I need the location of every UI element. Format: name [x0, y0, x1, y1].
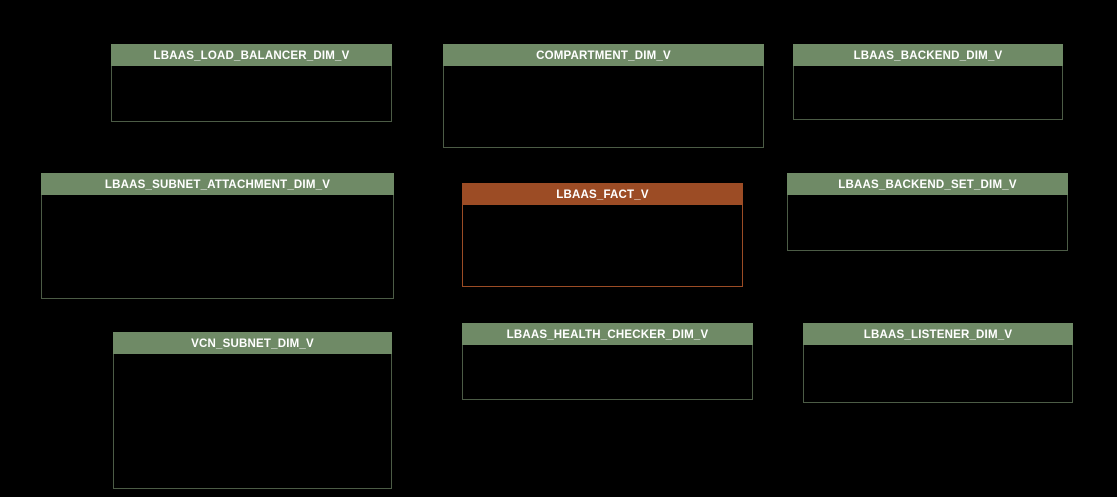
entity-title-lbaas-subnet-attachment-dim-v[interactable]: LBAAS_SUBNET_ATTACHMENT_DIM_V [41, 173, 394, 195]
entity-lbaas-load-balancer-dim-v[interactable]: LBAAS_LOAD_BALANCER_DIM_V [111, 44, 392, 122]
entity-title-lbaas-health-checker-dim-v[interactable]: LBAAS_HEALTH_CHECKER_DIM_V [462, 323, 753, 345]
entity-title-compartment-dim-v[interactable]: COMPARTMENT_DIM_V [443, 44, 764, 66]
entity-body-lbaas-load-balancer-dim-v[interactable] [111, 66, 392, 122]
entity-body-lbaas-backend-set-dim-v[interactable] [787, 195, 1068, 251]
entity-lbaas-fact-v[interactable]: LBAAS_FACT_V [462, 183, 743, 287]
entity-title-lbaas-load-balancer-dim-v[interactable]: LBAAS_LOAD_BALANCER_DIM_V [111, 44, 392, 66]
entity-body-lbaas-fact-v[interactable] [462, 205, 743, 287]
entity-lbaas-backend-dim-v[interactable]: LBAAS_BACKEND_DIM_V [793, 44, 1063, 120]
entity-body-vcn-subnet-dim-v[interactable] [113, 354, 392, 489]
entity-title-lbaas-listener-dim-v[interactable]: LBAAS_LISTENER_DIM_V [803, 323, 1073, 345]
entity-lbaas-health-checker-dim-v[interactable]: LBAAS_HEALTH_CHECKER_DIM_V [462, 323, 753, 400]
entity-lbaas-backend-set-dim-v[interactable]: LBAAS_BACKEND_SET_DIM_V [787, 173, 1068, 251]
entity-body-lbaas-backend-dim-v[interactable] [793, 66, 1063, 120]
entity-body-lbaas-health-checker-dim-v[interactable] [462, 345, 753, 400]
entity-body-lbaas-listener-dim-v[interactable] [803, 345, 1073, 403]
entity-body-lbaas-subnet-attachment-dim-v[interactable] [41, 195, 394, 299]
entity-lbaas-listener-dim-v[interactable]: LBAAS_LISTENER_DIM_V [803, 323, 1073, 403]
entity-title-lbaas-fact-v[interactable]: LBAAS_FACT_V [462, 183, 743, 205]
entity-title-lbaas-backend-dim-v[interactable]: LBAAS_BACKEND_DIM_V [793, 44, 1063, 66]
entity-body-compartment-dim-v[interactable] [443, 66, 764, 148]
entity-compartment-dim-v[interactable]: COMPARTMENT_DIM_V [443, 44, 764, 148]
entity-title-lbaas-backend-set-dim-v[interactable]: LBAAS_BACKEND_SET_DIM_V [787, 173, 1068, 195]
entity-vcn-subnet-dim-v[interactable]: VCN_SUBNET_DIM_V [113, 332, 392, 489]
entity-title-vcn-subnet-dim-v[interactable]: VCN_SUBNET_DIM_V [113, 332, 392, 354]
entity-lbaas-subnet-attachment-dim-v[interactable]: LBAAS_SUBNET_ATTACHMENT_DIM_V [41, 173, 394, 299]
